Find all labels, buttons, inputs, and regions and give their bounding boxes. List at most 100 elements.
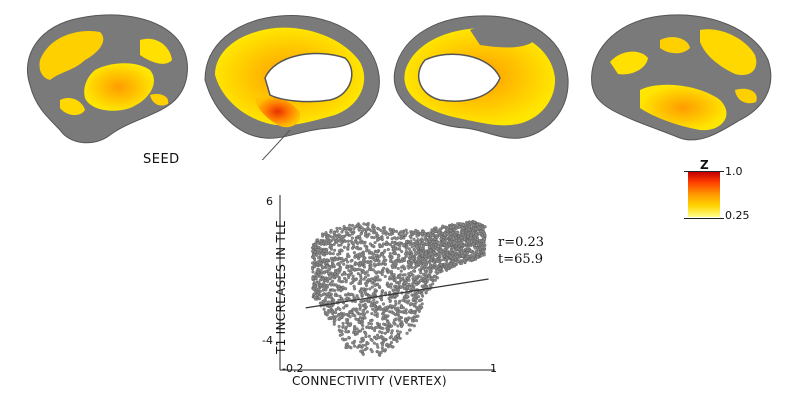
scatter-point — [414, 297, 418, 301]
scatter-point — [439, 242, 443, 247]
brain-left-lateral — [26, 14, 188, 144]
scatter-point — [316, 241, 320, 245]
scatter-point — [375, 263, 380, 267]
scatter-point — [451, 225, 455, 229]
scatter-point — [457, 238, 461, 242]
scatter-point — [437, 270, 441, 274]
scatter-point — [423, 275, 427, 279]
scatter-point — [378, 278, 382, 282]
scatter-point — [312, 253, 316, 257]
scatter-point — [392, 247, 396, 251]
scatter-point — [341, 234, 345, 238]
scatter-point — [413, 253, 417, 257]
scatter-point — [358, 236, 362, 240]
scatter-point — [376, 345, 380, 349]
scatter-point — [331, 252, 335, 256]
scatter-point — [451, 235, 455, 239]
scatter-point — [449, 255, 453, 259]
scatter-point — [335, 239, 339, 243]
scatter-point — [385, 323, 389, 327]
scatter-point — [454, 239, 459, 243]
scatter-point — [392, 229, 396, 233]
scatter-point — [445, 253, 449, 257]
scatter-point — [344, 318, 349, 322]
regression-line — [305, 278, 489, 309]
scatter-point — [385, 281, 390, 285]
scatter-point — [405, 245, 409, 249]
scatter-point — [355, 223, 359, 227]
scatter-point — [379, 307, 383, 311]
scatter-point — [342, 306, 346, 310]
scatter-point — [423, 281, 427, 285]
scatter-point — [469, 254, 473, 258]
scatter-point — [396, 334, 400, 338]
scatter-point — [379, 229, 383, 233]
scatter-point — [406, 301, 410, 305]
scatter-point — [349, 239, 353, 243]
scatter-point — [444, 236, 448, 240]
scatter-point — [369, 319, 373, 323]
scatter-point — [377, 336, 381, 340]
scatter-point — [391, 266, 395, 270]
scatter-point — [332, 263, 336, 267]
scatter-point — [428, 239, 432, 243]
scatter-point — [398, 232, 402, 236]
scatter-point — [388, 228, 392, 232]
scatter-point — [434, 243, 438, 247]
scatter-point — [342, 271, 346, 275]
scatter-point — [410, 285, 414, 289]
scatter-point — [390, 270, 394, 274]
scatter-point — [332, 234, 337, 238]
scatter-point — [434, 266, 438, 270]
scatter-point — [363, 244, 367, 248]
scatter-point — [333, 258, 337, 262]
scatter-point — [448, 250, 452, 254]
scatter-point — [354, 277, 358, 282]
scatter-point — [346, 239, 350, 243]
scatter-point — [372, 298, 376, 302]
scatter-point — [321, 292, 325, 296]
scatter-point — [335, 235, 339, 239]
scatter-point — [463, 237, 467, 241]
scatter-point — [387, 269, 391, 273]
scatter-point — [347, 254, 351, 258]
scatter-point — [420, 265, 424, 269]
scatter-point — [392, 273, 396, 277]
scatter-point — [339, 311, 343, 315]
scatter-point — [407, 272, 411, 276]
scatter-point — [466, 232, 470, 236]
scatter-point — [348, 227, 353, 231]
scatter-point — [388, 243, 392, 247]
scatter-point — [361, 309, 365, 313]
scatter-point — [332, 237, 336, 241]
scatter-point — [344, 227, 348, 231]
scatter-point — [347, 335, 351, 340]
scatter-point — [317, 288, 321, 292]
scatter-point — [421, 244, 425, 248]
scatter-point — [355, 317, 359, 322]
scatter-point — [471, 223, 476, 227]
scatter-point — [326, 300, 331, 304]
scatter-point — [371, 255, 375, 259]
scatter-point — [388, 304, 392, 308]
scatter-point — [369, 322, 373, 326]
scatter-point — [474, 227, 478, 231]
scatter-point — [354, 331, 358, 335]
scatter-point — [481, 249, 485, 253]
scatter-point — [457, 251, 461, 255]
scatter-point — [428, 249, 433, 253]
scatter-point — [409, 239, 413, 243]
scatter-point — [347, 268, 351, 273]
y-axis-label: T1 INCREASES IN TLE — [274, 219, 288, 355]
scatter-point — [381, 317, 385, 321]
scatter-point — [370, 312, 374, 316]
scatter-point — [381, 343, 385, 347]
scatter-point — [364, 291, 368, 295]
scatter-point — [404, 320, 409, 324]
scatter-point — [418, 298, 422, 302]
scatter-point — [350, 236, 354, 240]
scatter-point — [479, 229, 483, 233]
scatter-point — [361, 352, 365, 356]
scatter-point — [399, 236, 403, 241]
scatter-point — [369, 277, 373, 281]
